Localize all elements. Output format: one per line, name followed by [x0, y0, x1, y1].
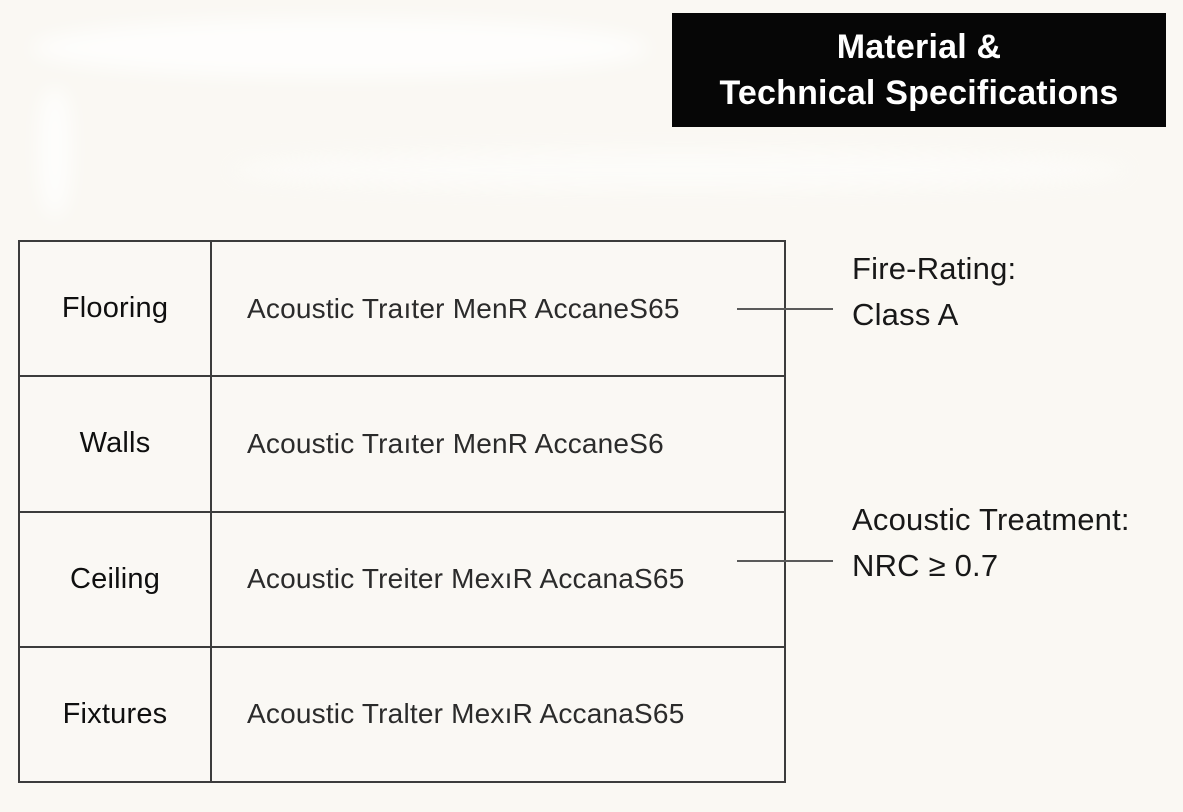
scan-smudge	[230, 150, 1130, 190]
callout-value: Class A	[852, 297, 959, 332]
title-line-1: Material &	[836, 28, 1002, 66]
table-row-fixtures: Fixtures Acoustic Tralter MexıR AccanaS6…	[20, 647, 784, 781]
table-row-ceiling: Ceiling Acoustic Treiter MexıR AccanaS65	[20, 512, 784, 648]
leader-line-acoustic-treatment	[737, 560, 833, 562]
callout-acoustic-treatment: Acoustic Treatment: NRC ≥ 0.7	[852, 497, 1130, 589]
row-label: Walls	[20, 377, 212, 511]
row-value: Acoustic Tralter MexıR AccanaS65	[247, 698, 685, 730]
row-value: Acoustic Traıter MenR AccaneS65	[247, 292, 680, 324]
row-label: Ceiling	[20, 512, 212, 646]
callout-title: Fire-Rating:	[852, 251, 1017, 286]
table-row-flooring: Flooring Acoustic Traıter MenR AccaneS65	[20, 242, 784, 378]
scan-smudge	[30, 18, 650, 78]
callout-fire-rating: Fire-Rating: Class A	[852, 246, 1016, 338]
callout-value: NRC ≥ 0.7	[852, 548, 999, 583]
row-label: Fixtures	[20, 647, 212, 781]
specifications-table: Flooring Acoustic Traıter MenR AccaneS65…	[18, 240, 786, 783]
row-label: Flooring	[20, 242, 212, 376]
leader-line-fire-rating	[737, 308, 833, 310]
row-value: Acoustic Traıter MenR AccaneS6	[247, 427, 664, 459]
title-banner: Material & Technical Specifications	[672, 13, 1166, 127]
table-row-walls: Walls Acoustic Traıter MenR AccaneS6	[20, 377, 784, 513]
callout-title: Acoustic Treatment:	[852, 502, 1130, 537]
scan-smudge	[38, 88, 72, 218]
row-value: Acoustic Treiter MexıR AccanaS65	[247, 563, 685, 595]
title-line-2: Technical Specifications	[719, 74, 1119, 112]
